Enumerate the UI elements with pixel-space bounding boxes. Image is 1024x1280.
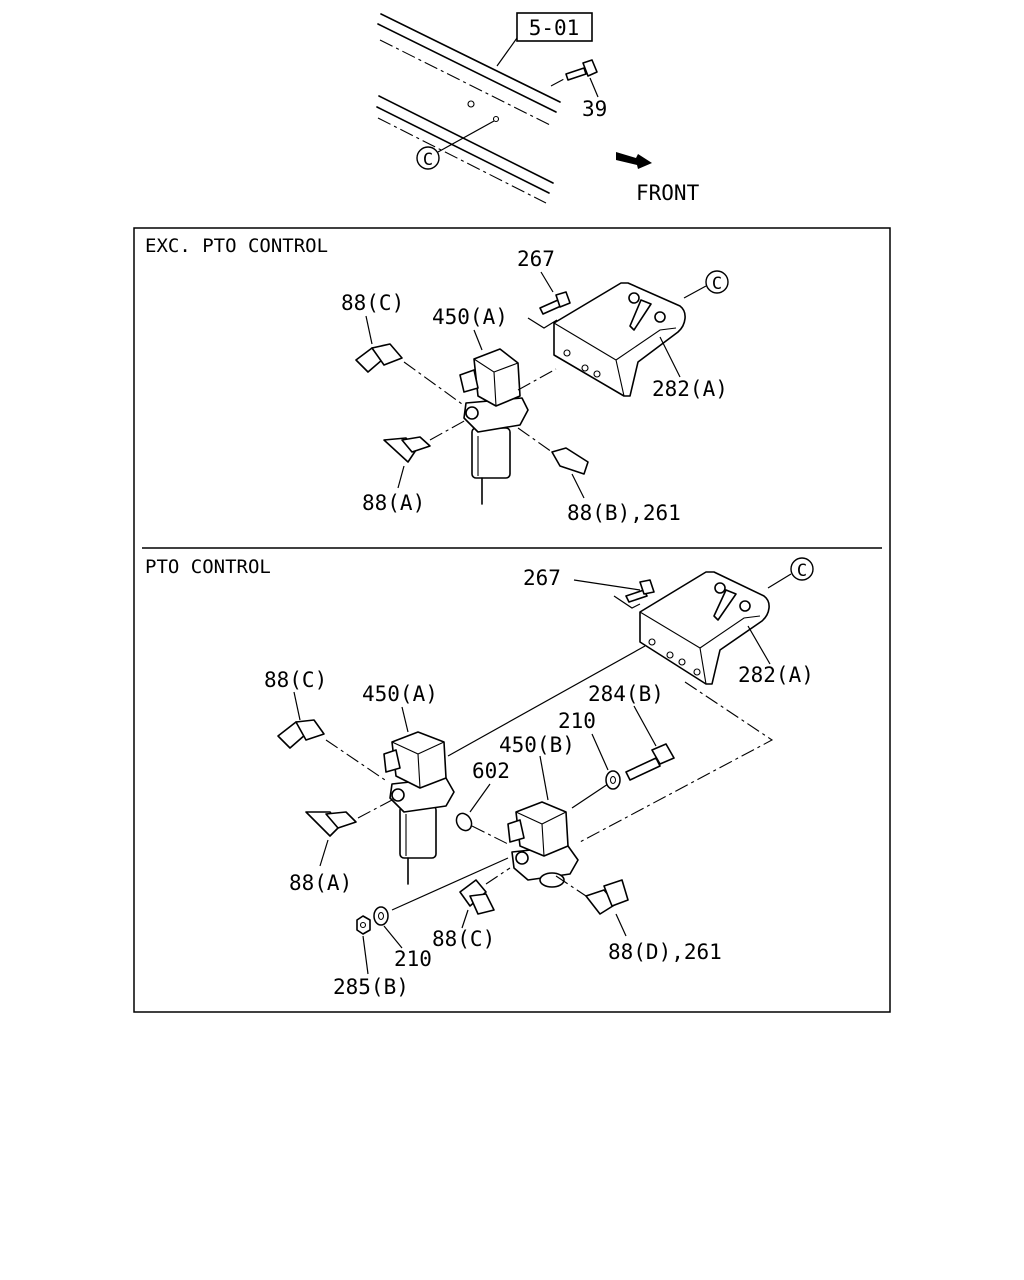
bracket-282a-label: 282(A) [652, 377, 728, 401]
bracket-282a-pto [639, 571, 770, 685]
nut-285b [356, 915, 371, 935]
svg-text:C: C [712, 274, 722, 294]
connector-88a-label: 88(A) [362, 491, 425, 515]
connector-88d-label: 88(D),261 [608, 940, 722, 964]
connector-88c-bottom [459, 879, 495, 915]
bolt-267b-icon [625, 579, 655, 603]
washer-210-bottom-label: 210 [394, 947, 432, 971]
bolt-267b-label: 267 [523, 566, 561, 590]
connector-88c-bottom-label: 88(C) [432, 927, 495, 951]
washer-210-bottom [373, 906, 389, 926]
connector-88b-label: 88(B),261 [567, 501, 681, 525]
bolt-267-icon [539, 291, 571, 315]
connector-88d [585, 879, 629, 915]
washer-210-top-label: 210 [558, 709, 596, 733]
bracket-282a-pto-label: 282(A) [738, 663, 814, 687]
valve-450b-label: 450(B) [499, 733, 575, 757]
valve-450b [507, 801, 579, 888]
bolt-267-label: 267 [517, 247, 555, 271]
bolt-39-icon [550, 59, 598, 87]
nut-285b-label: 285(B) [333, 975, 409, 999]
ref-box-label: 5-01 [529, 16, 580, 40]
valve-450a [459, 348, 529, 505]
connector-88c-top [277, 719, 325, 749]
bolt-284b-label: 284(B) [588, 682, 664, 706]
washer-210-top [605, 770, 621, 790]
connector-88a-pto-label: 88(A) [289, 871, 352, 895]
c-marker-pto: C [790, 557, 814, 581]
exc-pto-title: EXC. PTO CONTROL [145, 235, 328, 257]
svg-text:C: C [423, 150, 433, 170]
svg-text:C: C [797, 561, 807, 581]
connector-88c [355, 343, 403, 373]
bolt-284b [625, 743, 675, 781]
c-marker-exc: C [705, 270, 729, 294]
connector-88a-pto [305, 811, 357, 837]
pto-title: PTO CONTROL [145, 556, 271, 578]
frame-rail [376, 13, 561, 204]
ref-box[interactable]: 5-01 [516, 12, 593, 42]
connector-88c-top-label: 88(C) [264, 668, 327, 692]
oring-602 [455, 812, 473, 832]
front-arrow-icon [616, 152, 652, 169]
connector-88b [551, 447, 589, 475]
oring-602-label: 602 [472, 759, 510, 783]
bolt-39-label: 39 [582, 97, 607, 121]
valve-450a-label: 450(A) [432, 305, 508, 329]
panel-frame [133, 227, 891, 1013]
bracket-282a [553, 282, 686, 397]
c-marker-top: C [416, 146, 440, 170]
valve-450a-pto [383, 731, 455, 885]
valve-450a-pto-label: 450(A) [362, 682, 438, 706]
connector-88c-label: 88(C) [341, 291, 404, 315]
front-label: FRONT [636, 181, 700, 205]
connector-88a [383, 436, 431, 463]
